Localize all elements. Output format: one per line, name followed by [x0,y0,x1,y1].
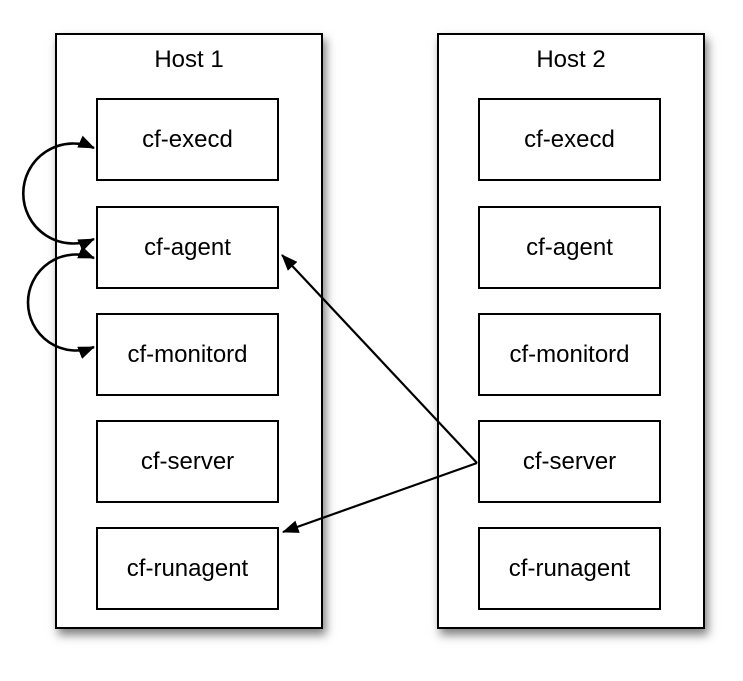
host2-process-cf-execd: cf-execd [478,98,661,181]
host1-process-cf-runagent: cf-runagent [96,527,279,610]
host1-process-cf-monitord: cf-monitord [96,313,279,396]
host1-title: Host 1 [154,46,224,73]
host2-box: Host 2 cf-execd cf-agent cf-monitord cf-… [437,33,705,629]
process-label: cf-agent [526,233,613,261]
process-label: cf-agent [144,233,231,261]
process-label: cf-server [140,447,235,475]
host1-process-cf-agent: cf-agent [96,206,279,289]
process-label: cf-monitord [127,340,248,368]
process-label: cf-monitord [509,340,630,368]
host2-process-cf-agent: cf-agent [478,206,661,289]
process-label: cf-execd [142,125,233,153]
process-label: cf-server [522,447,617,475]
host2-process-cf-runagent: cf-runagent [478,527,661,610]
host2-process-cf-server: cf-server [478,420,661,503]
process-label: cf-runagent [508,554,631,582]
host1-box: Host 1 cf-execd cf-agent cf-monitord cf-… [55,33,323,629]
process-label: cf-execd [524,125,615,153]
host2-title: Host 2 [536,46,606,73]
process-label: cf-runagent [126,554,249,582]
host2-process-cf-monitord: cf-monitord [478,313,661,396]
host1-process-cf-server: cf-server [96,420,279,503]
host1-process-cf-execd: cf-execd [96,98,279,181]
